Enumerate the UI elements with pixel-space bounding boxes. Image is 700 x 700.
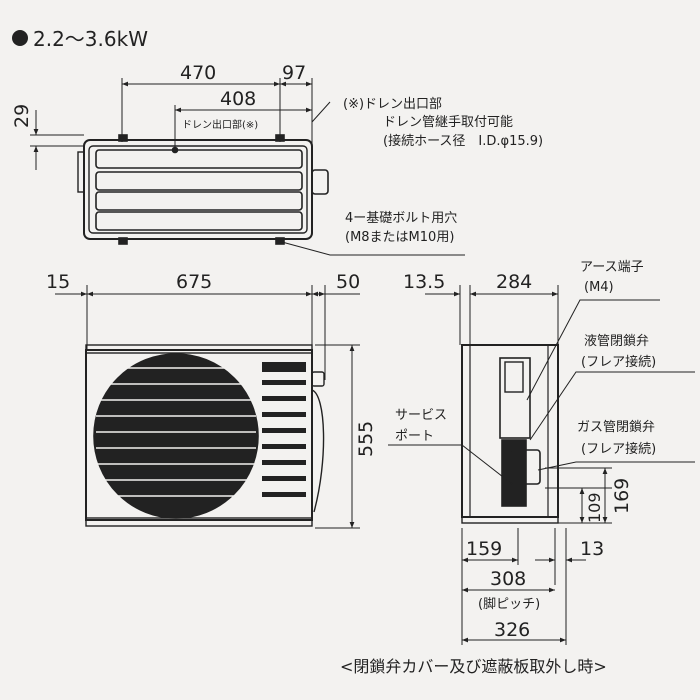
footnote: <閉鎖弁カバー及び遮蔽板取外し時> [340,657,607,676]
dim-50: 50 [336,271,360,293]
service-port-label-1: サービス [395,408,447,423]
dim-29: 29 [11,104,33,128]
liquid-valve-spec: (フレア接続) [581,354,656,370]
bullet-icon [12,30,28,46]
dim-470: 470 [180,62,216,84]
dim-308: 308 [490,568,526,590]
drain-outlet-label: ドレン出口部(※) [182,118,258,131]
dim-13-5: 13.5 [403,271,445,293]
dim-15: 15 [46,271,70,293]
drain-note-line-3: (接続ホース径 I.D.φ15.9) [383,133,543,149]
top-view [30,78,465,256]
earth-terminal-spec: (M4) [584,280,614,295]
bolt-hole-note-line-1: 4ー基礎ボルト用穴 [345,211,457,226]
front-view [55,285,360,529]
earth-terminal-label: アース端子 [580,260,644,275]
drain-note-line-1: (※)ドレン出口部 [343,97,442,112]
liquid-valve-label: 液管閉鎖弁 [584,333,649,349]
drain-note-line-2: ドレン管継手取付可能 [383,115,513,130]
dim-97: 97 [282,62,306,84]
dim-555: 555 [355,421,377,457]
side-view [388,285,695,645]
gas-valve-label: ガス管閉鎖弁 [577,419,655,435]
bolt-hole-note-line-2: (M8またはM10用) [345,230,454,245]
dim-284: 284 [496,271,532,293]
dim-675: 675 [176,271,212,293]
service-port-label-2: ポート [395,429,434,444]
dim-13: 13 [580,538,604,560]
dim-408: 408 [220,88,256,110]
capacity-title: 2.2～3.6kW [33,27,148,51]
gas-valve-spec: (フレア接続) [581,441,656,457]
dim-169: 169 [611,478,633,514]
dim-326: 326 [494,619,530,641]
leg-pitch-label: (脚ピッチ) [478,596,540,612]
dim-109: 109 [585,492,604,523]
dim-159: 159 [466,538,502,560]
